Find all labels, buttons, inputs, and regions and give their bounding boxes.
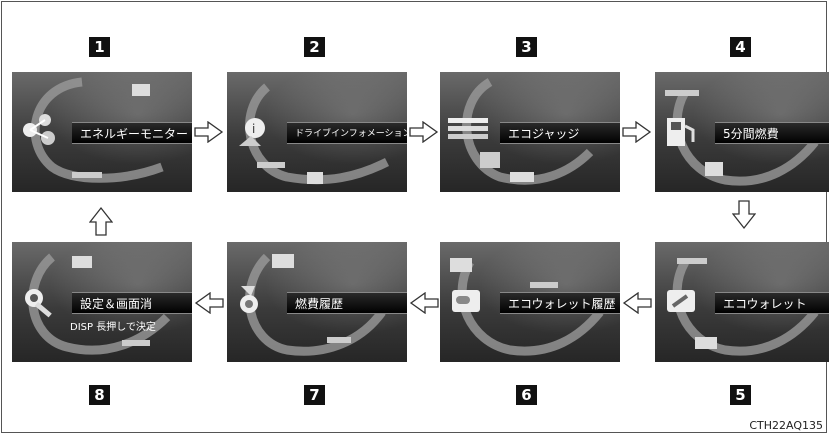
settings-icon bbox=[25, 289, 52, 318]
screen-label: エコウォレット履歴 bbox=[500, 292, 620, 314]
svg-text:i: i bbox=[252, 122, 255, 136]
eco-wallet-history-icon bbox=[452, 290, 480, 312]
arrow-down-icon bbox=[732, 200, 756, 230]
screen-sub-label: DISP 長押しで決定 bbox=[70, 322, 156, 333]
screen-fuel-history: 燃費履歴 bbox=[227, 242, 407, 362]
screen-label: 5分間燃費 bbox=[715, 122, 829, 144]
screen-label: 設定＆画面消 bbox=[72, 292, 192, 314]
figure-code: CTH22AQ135 bbox=[749, 419, 823, 432]
menu-ring-graphic bbox=[28, 253, 171, 355]
eco-judge-icon bbox=[448, 118, 488, 139]
screen-settings: 設定＆画面消 DISP 長押しで決定 bbox=[12, 242, 192, 362]
step-number-8: 8 bbox=[89, 385, 110, 405]
screen-five-minute-fuel: 5分間燃費 bbox=[655, 72, 829, 192]
menu-ring-graphic bbox=[245, 83, 390, 185]
arrow-right-icon bbox=[409, 121, 439, 143]
screen-eco-wallet-history: エコウォレット履歴 bbox=[440, 242, 620, 362]
arrow-left-icon bbox=[409, 292, 439, 314]
eco-wallet-icon bbox=[667, 290, 695, 312]
screen-label: 燃費履歴 bbox=[287, 292, 407, 314]
screen-eco-wallet: エコウォレット bbox=[655, 242, 829, 362]
screen-label: エネルギーモニター bbox=[72, 122, 192, 144]
step-number-6: 6 bbox=[516, 385, 537, 405]
arrow-left-icon bbox=[622, 292, 652, 314]
fuel-history-icon bbox=[240, 286, 258, 313]
step-number-1: 1 bbox=[89, 37, 110, 57]
step-number-2: 2 bbox=[304, 37, 325, 57]
step-number-3: 3 bbox=[516, 37, 537, 57]
screen-energy-monitor: エネルギーモニター bbox=[12, 72, 192, 192]
screen-eco-judge: エコジャッジ bbox=[440, 72, 620, 192]
step-number-7: 7 bbox=[304, 385, 325, 405]
arrow-up-icon bbox=[89, 206, 113, 236]
screen-label: ドライブインフォメーション bbox=[287, 122, 407, 144]
step-number-5: 5 bbox=[730, 385, 751, 405]
arrow-right-icon bbox=[622, 121, 652, 143]
step-number-4: 4 bbox=[730, 37, 751, 57]
screen-drive-information: i ドライブインフォメーション bbox=[227, 72, 407, 192]
five-minute-fuel-icon bbox=[667, 118, 695, 146]
screen-label: エコウォレット bbox=[715, 292, 829, 314]
menu-ring-graphic bbox=[462, 78, 594, 185]
energy-monitor-icon bbox=[23, 114, 55, 145]
arrow-right-icon bbox=[194, 121, 224, 143]
arrow-left-icon bbox=[194, 292, 224, 314]
drive-info-icon: i bbox=[239, 118, 265, 146]
menu-ring-graphic bbox=[30, 77, 164, 183]
screen-label: エコジャッジ bbox=[500, 122, 620, 144]
